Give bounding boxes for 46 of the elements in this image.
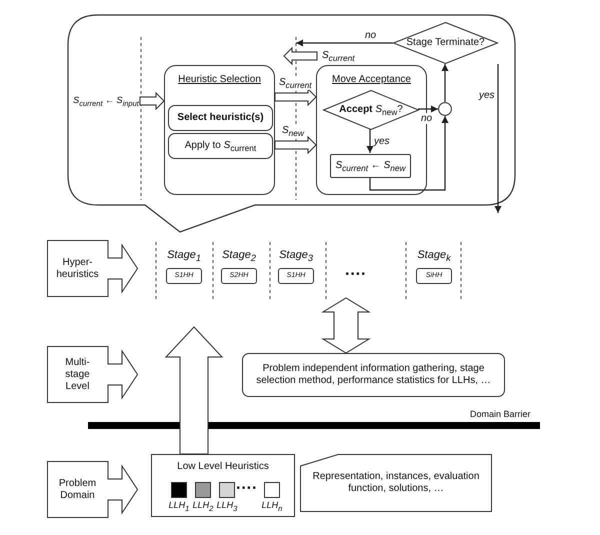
panel-title: Move Acceptance	[331, 74, 412, 85]
process-box: S$_{current}$ ← S$_{new}$	[330, 154, 411, 178]
heuristic-label: LLH$_{3}$	[216, 500, 238, 513]
panel-title: Heuristic Selection	[177, 74, 262, 85]
info-box: Representation, instances, evaluation function, solutions, …	[300, 454, 492, 512]
arrow	[366, 129, 374, 153]
edge-label: S$_{current}$	[279, 77, 312, 90]
level-arrow-box: Problem Domain	[47, 461, 138, 518]
signal-label: S$_{current}$	[322, 50, 355, 63]
edge-label: yes	[479, 90, 495, 101]
decision-diamond: Accept S$_{new}$?	[323, 90, 419, 130]
arrow	[296, 40, 393, 46]
heuristics-panel	[151, 454, 295, 517]
level-arrow-box: Multi- stage Level	[47, 346, 138, 403]
block-arrow	[274, 136, 317, 154]
arrow	[369, 116, 448, 191]
block-arrow	[321, 297, 371, 354]
edge-label: S$_{new}$	[282, 125, 304, 138]
panel-title: Low Level Heuristics	[176, 461, 270, 472]
stage-label: Stage$_{k}$	[416, 249, 452, 264]
edge-label: no	[365, 30, 376, 41]
process-box: Select heuristic(s)	[168, 105, 273, 131]
decision-diamond: Stage Terminate?	[393, 22, 498, 64]
edge-label: no	[421, 113, 432, 124]
process-box: Apply to S$_{current}$	[168, 133, 273, 159]
block-arrow	[274, 88, 317, 106]
level-arrow-box: Hyper- heuristics	[47, 240, 138, 297]
assignment-text: S$_{current}$ ← S$_{input}$	[72, 94, 140, 108]
barrier-label: Domain Barrier	[470, 409, 531, 419]
arrow	[442, 64, 448, 102]
stage-label: Stage$_{3}$	[278, 249, 314, 264]
info-box: Problem independent information gathering, stage selection method, performance statistics for LLHs, …	[242, 353, 505, 397]
ellipsis: ····	[236, 480, 258, 498]
heuristic-label: LLH$_{1}$	[168, 500, 190, 513]
process-panel	[164, 65, 275, 195]
edge-label: yes	[374, 136, 390, 147]
heuristic-label: LLH$_{2}$	[192, 500, 214, 513]
stage-label: Stage$_{1}$	[166, 249, 202, 264]
heuristic-label: LLH$_{n}$	[260, 500, 284, 513]
block-arrow	[140, 92, 165, 110]
stage-label: Stage$_{2}$	[221, 249, 257, 264]
arrow	[494, 64, 502, 213]
arrow	[418, 106, 438, 112]
speech-bubble	[68, 12, 515, 234]
block-arrow	[164, 326, 224, 454]
ellipsis: ····	[345, 266, 366, 284]
